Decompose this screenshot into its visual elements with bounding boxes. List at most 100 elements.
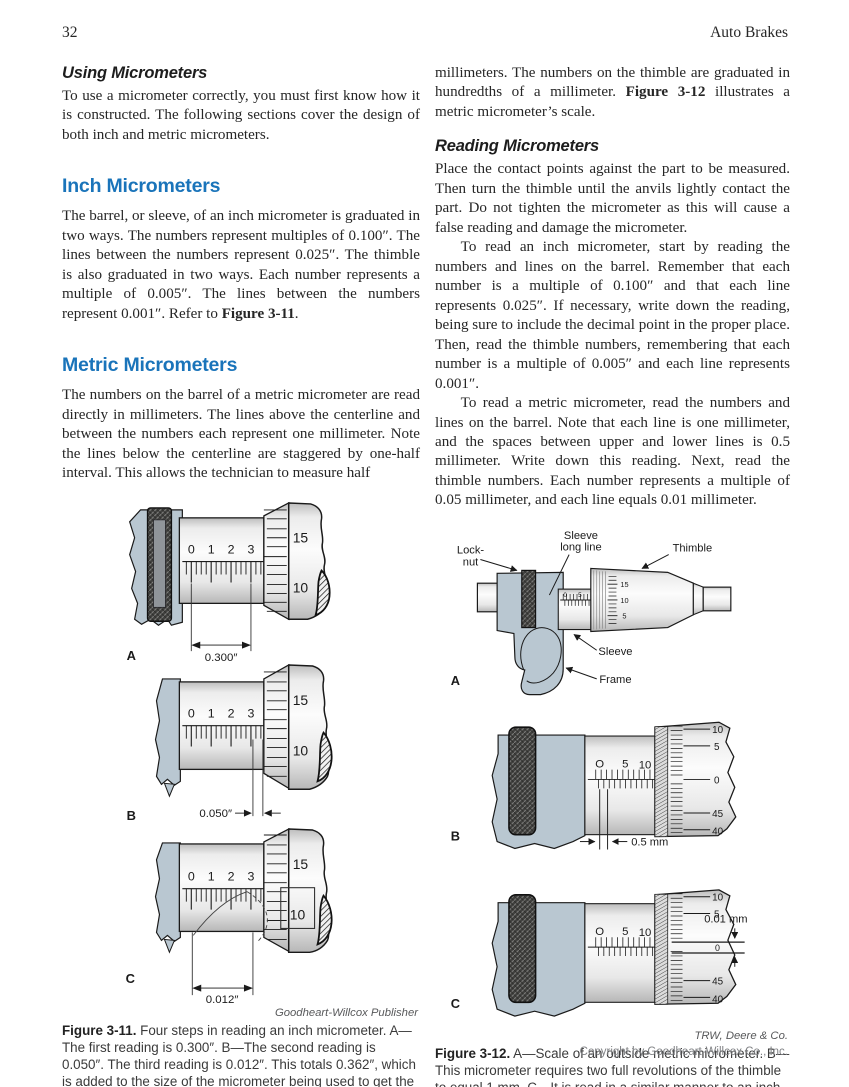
sleeve-number: 3 bbox=[247, 706, 254, 720]
page-header: 32 Auto Brakes bbox=[62, 24, 788, 42]
fig12-panel-b: O 5 10 10 5 0 45 40 bbox=[451, 721, 737, 850]
arrowhead-right bbox=[243, 984, 253, 992]
dimension-extension-lines bbox=[190, 583, 252, 651]
arrowhead-left bbox=[263, 809, 272, 817]
sleeve-number: 2 bbox=[228, 706, 235, 720]
thimble-number: 15 bbox=[620, 580, 628, 589]
measurement-lines bbox=[671, 941, 745, 954]
thimble-number: 10 bbox=[712, 725, 723, 736]
dimension-label: 0.050″ bbox=[199, 808, 232, 820]
callout-sleeve: Sleeve bbox=[598, 646, 632, 658]
reading-guide-curve bbox=[192, 890, 248, 936]
thimble-number: 0 bbox=[714, 775, 720, 786]
thimble-major-graduations bbox=[683, 728, 711, 831]
sleeve-major-ticks bbox=[190, 561, 252, 583]
paragraph-inch: The barrel, or sleeve, of an inch microm… bbox=[62, 207, 420, 324]
lock-nut bbox=[508, 726, 537, 836]
thimble-number: 5 bbox=[714, 742, 720, 753]
right-column: millimeters. The numbers on the thimble … bbox=[435, 64, 790, 1087]
thimble-knurl-band bbox=[654, 726, 669, 837]
callout-arrow-lock-nut bbox=[480, 558, 518, 572]
thimble-number: 40 bbox=[712, 827, 723, 838]
callout-frame: Frame bbox=[599, 674, 631, 686]
sleeve-number: 5 bbox=[622, 758, 628, 770]
arrowhead-right bbox=[241, 641, 251, 649]
figure-credit: TRW, Deere & Co. bbox=[694, 1029, 788, 1042]
figure-3-12-caption: Figure 3-12. A—Scale of an outside metri… bbox=[435, 1045, 790, 1087]
left-column: Using Micrometers To use a micrometer co… bbox=[62, 64, 420, 1087]
micrometer-frame bbox=[491, 901, 586, 1017]
panel-tag: C bbox=[451, 996, 460, 1011]
sleeve-number: 1 bbox=[208, 706, 215, 720]
paragraph-inch-text: The barrel, or sleeve, of an inch microm… bbox=[62, 208, 420, 322]
sleeve-barrel bbox=[178, 842, 265, 932]
figure-credit: Goodheart-Willcox Publisher bbox=[274, 1006, 418, 1019]
callout-arrow-sleeve bbox=[573, 633, 598, 651]
sleeve-minor-ticks bbox=[185, 561, 262, 575]
callout-sleeve-long-line-2: long line bbox=[560, 542, 601, 554]
callout-arrow-frame bbox=[565, 666, 597, 680]
panel-tag: A bbox=[127, 648, 136, 663]
break-hatch bbox=[316, 730, 333, 783]
frame-edge bbox=[154, 677, 181, 786]
paragraph-reading-2: To read an inch micrometer, start by rea… bbox=[435, 239, 791, 392]
fig11-panel-b: 0 1 2 3 15 10 bbox=[127, 663, 333, 823]
sleeve-number: 10 bbox=[639, 927, 652, 939]
paragraph-inch-end: . bbox=[294, 305, 299, 322]
callout-leader-sleeve-long-line bbox=[548, 554, 570, 596]
page-number: 32 bbox=[62, 24, 78, 41]
sleeve-lower-ticks bbox=[598, 779, 654, 789]
figure-caption-text: Four steps in reading an inch micrometer… bbox=[62, 1022, 416, 1087]
reading-guide-curve-dashed bbox=[246, 890, 268, 942]
micrometer-frame bbox=[496, 571, 564, 696]
sleeve bbox=[557, 588, 594, 630]
sleeve-lower-ticks bbox=[564, 599, 590, 606]
thimble-number: 10 bbox=[290, 906, 306, 922]
thimble-number: 40 bbox=[712, 994, 723, 1005]
micrometer-frame bbox=[491, 734, 586, 849]
two-column-layout: Using Micrometers To use a micrometer co… bbox=[62, 64, 790, 1087]
thimble-number: 0 bbox=[715, 943, 720, 953]
figure-label: Figure 3-12. bbox=[435, 1045, 511, 1061]
figure-3-11: 0 1 2 3 15 10 0.300″ bbox=[62, 494, 420, 1087]
fig11-panel-c: 0 1 2 3 15 10 bbox=[126, 827, 333, 1006]
thimble-graduations bbox=[263, 509, 287, 612]
callout-lock-nut-2: nut bbox=[463, 556, 479, 568]
metric-micrometer-figure: 0 5 15 10 5 Lock- nut Sle bbox=[451, 530, 747, 1017]
figure-caption-text: A—Scale of an outside metric micrometer.… bbox=[435, 1045, 790, 1087]
thimble-minor-graduations bbox=[608, 575, 617, 624]
frame-edge bbox=[154, 841, 181, 942]
lock-nut bbox=[521, 569, 537, 629]
inch-micrometer-figure: 0 1 2 3 15 10 0.300″ bbox=[126, 501, 333, 1006]
running-head: Auto Brakes bbox=[710, 24, 788, 41]
sleeve-number: 1 bbox=[208, 869, 215, 883]
fig12-panel-c: O 5 10 10 5 0 45 40 bbox=[451, 889, 747, 1017]
thimble-number: 10 bbox=[712, 893, 723, 904]
dimension-label: 0.01 mm bbox=[704, 913, 747, 925]
callout-thimble: Thimble bbox=[673, 542, 713, 554]
dimension-label: 0.012″ bbox=[206, 994, 239, 1006]
reading-highlight-box bbox=[280, 886, 316, 929]
sleeve-number: 5 bbox=[622, 926, 628, 938]
panel-tag: A bbox=[451, 673, 460, 688]
figure-3-11-caption: Figure 3-11. Four steps in reading an in… bbox=[62, 1022, 420, 1087]
panel-tag: C bbox=[126, 971, 135, 986]
sleeve-major-ticks bbox=[190, 888, 252, 910]
heading-inch-micrometers: Inch Micrometers bbox=[62, 175, 221, 198]
thimble-number: 15 bbox=[293, 855, 309, 871]
thimble-number: 15 bbox=[293, 691, 309, 707]
sleeve-lower-ticks bbox=[598, 946, 654, 956]
thimble-number: 45 bbox=[712, 976, 723, 987]
figure-3-12: 0 5 15 10 5 Lock- nut Sle bbox=[435, 521, 790, 1087]
thimble-minor-graduations bbox=[670, 725, 683, 833]
break-hatch bbox=[316, 893, 333, 946]
fig11-panel-a: 0 1 2 3 15 10 0.300″ bbox=[127, 501, 331, 664]
sleeve-barrel bbox=[178, 516, 265, 604]
callout-lock-nut: Lock- bbox=[457, 544, 484, 556]
frame-inner-curve bbox=[520, 627, 562, 684]
dimension-extension-lines bbox=[191, 931, 254, 995]
paragraph-reading-3: To read a metric micrometer, read the nu… bbox=[435, 395, 790, 509]
paragraph-continuation: millimeters. The numbers on the thimble … bbox=[435, 64, 790, 122]
paragraph-metric: The numbers on the barrel of a metric mi… bbox=[62, 387, 420, 482]
